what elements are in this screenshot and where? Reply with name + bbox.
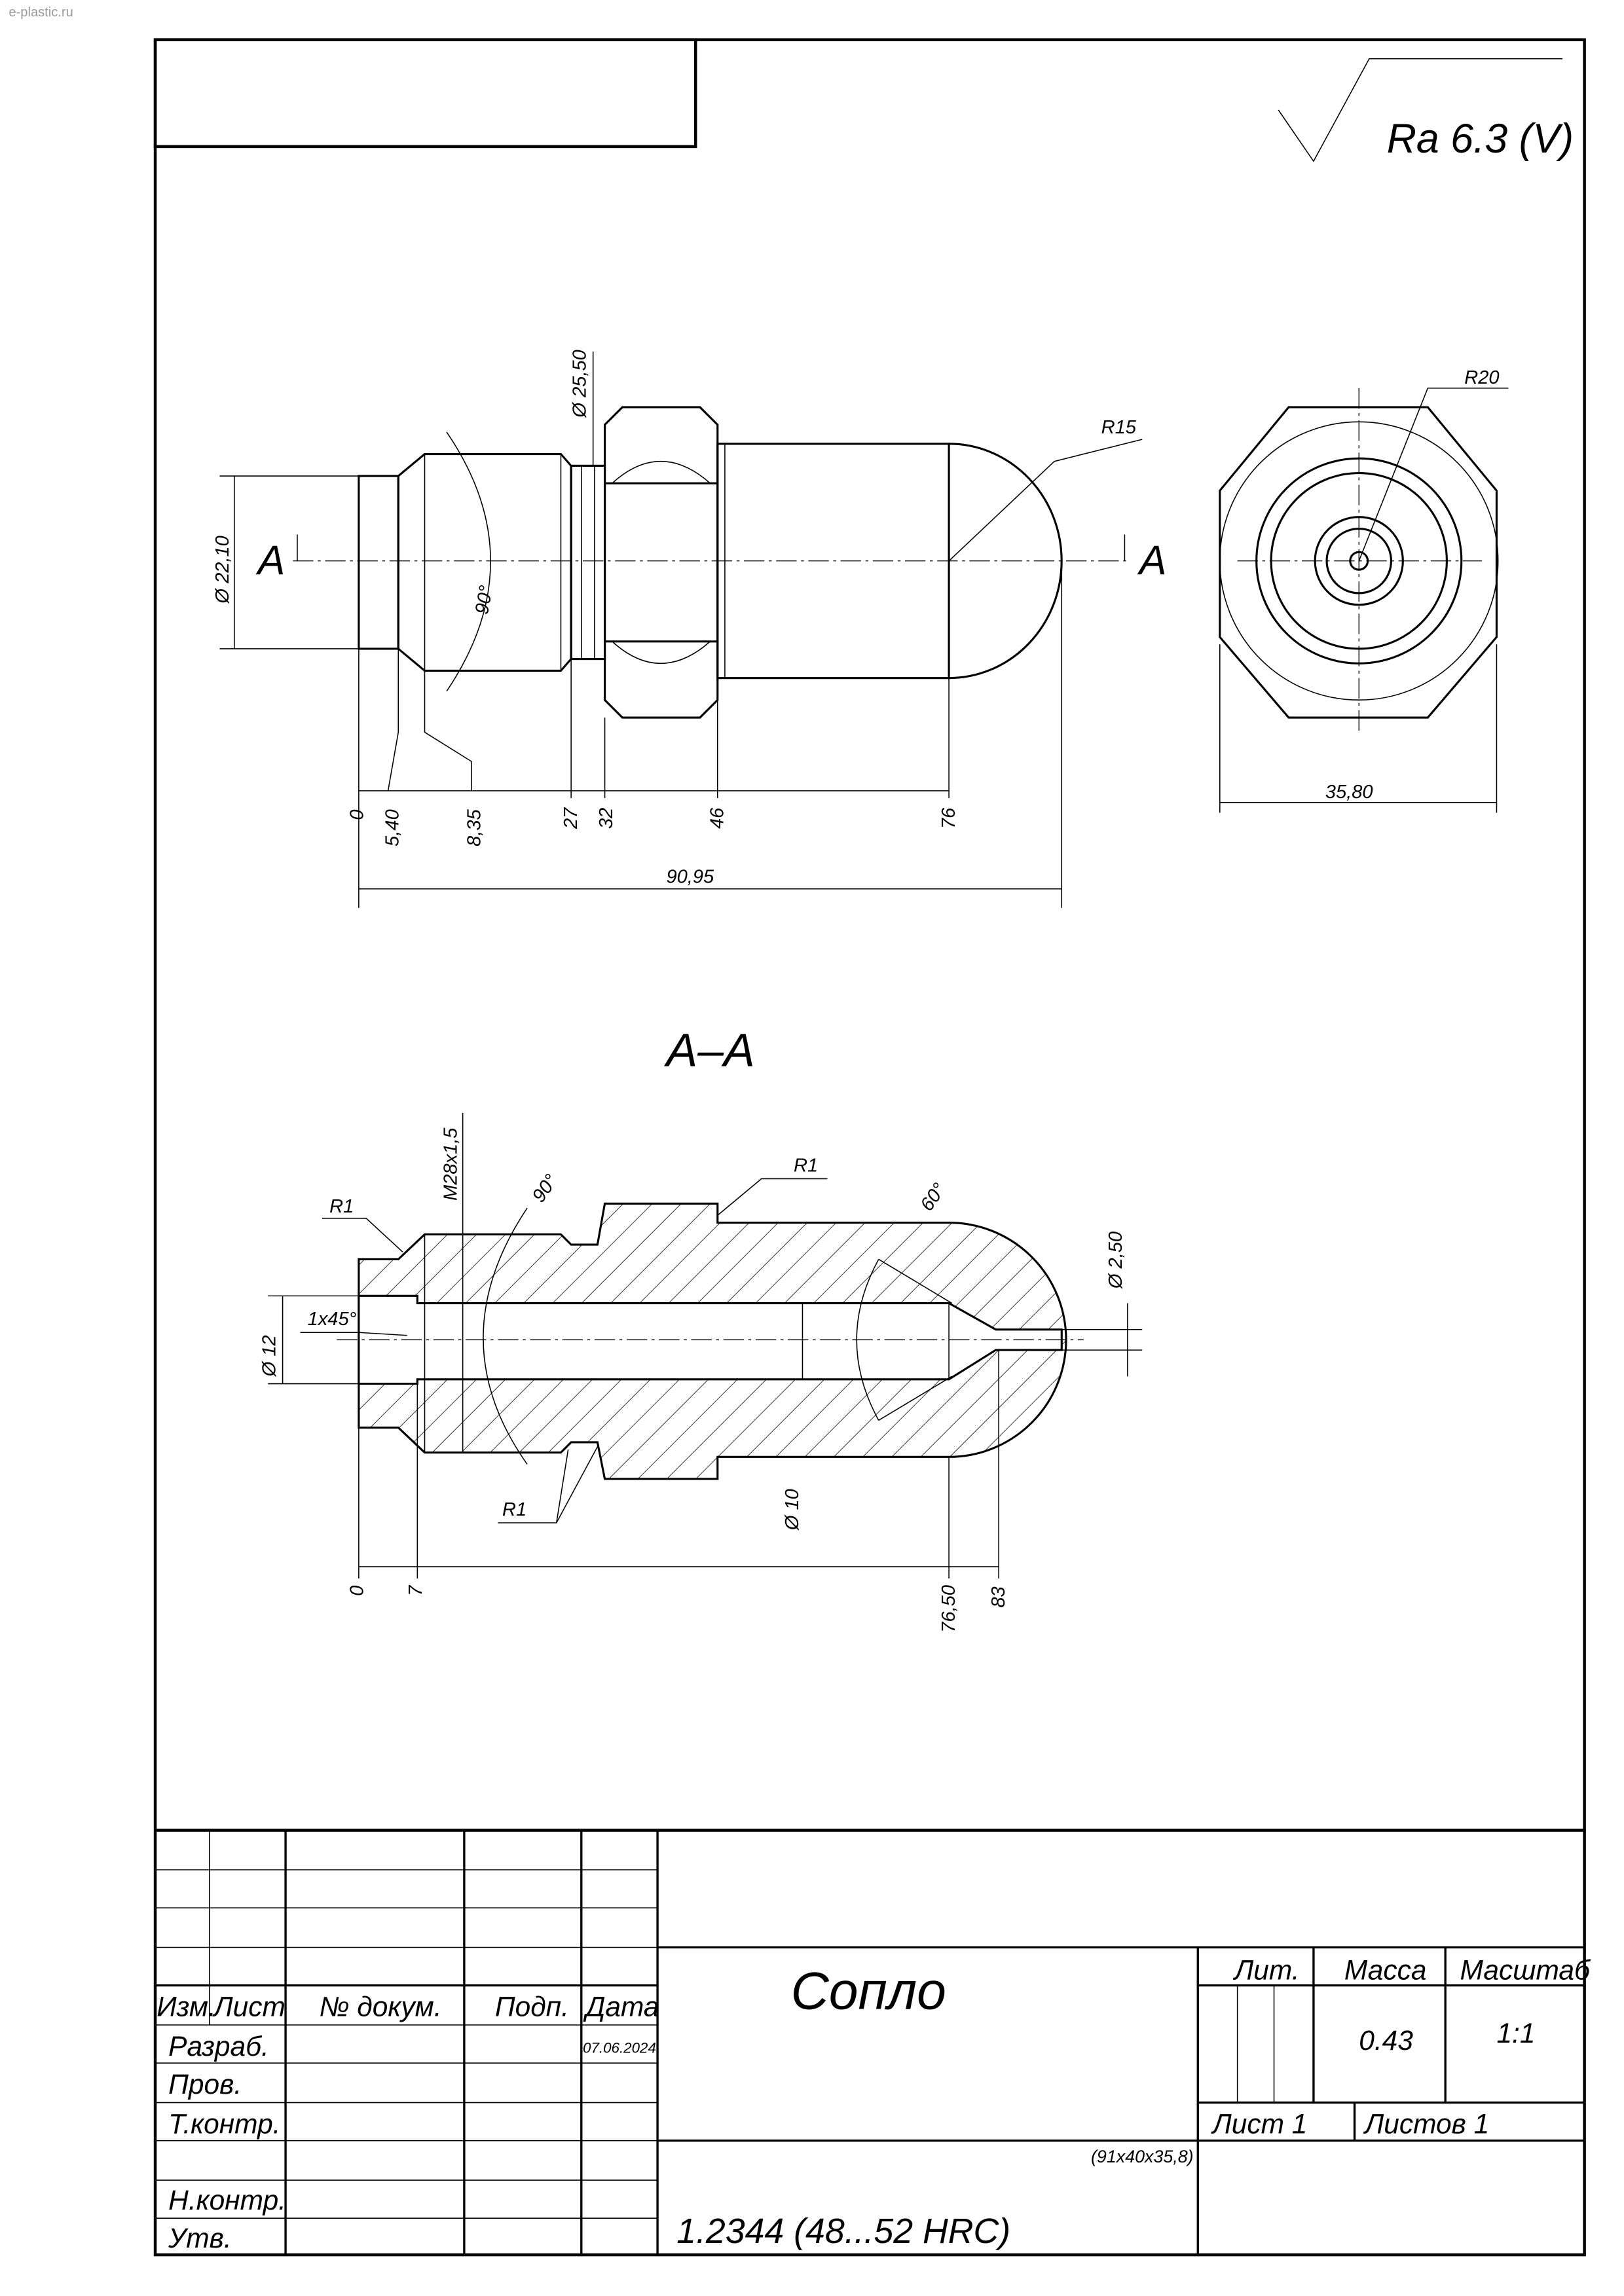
watermark: e-plastic.ru xyxy=(9,5,73,20)
dim-d12: Ø 12 xyxy=(259,1335,280,1377)
row-approved: Утв. xyxy=(168,2223,231,2254)
dim-x-32: 32 xyxy=(596,808,617,829)
dim-r1-top: R1 xyxy=(794,1155,818,1176)
dim-chamfer: 1x45° xyxy=(308,1309,357,1330)
title-block: Изм. Лист № докум. Подп. Дата Разраб. Пр… xyxy=(155,1829,1591,2255)
section-view: Ø 12 1x45° M28x1,5 90° R1 R1 R1 60° Ø 10… xyxy=(259,1112,1143,1633)
dim-r1-left: R1 xyxy=(329,1196,354,1217)
dim-d10: Ø 10 xyxy=(782,1489,803,1531)
dim-x-835: 8,35 xyxy=(464,809,485,846)
section-marker-right: A xyxy=(1137,538,1167,583)
sheet-count: Листов 1 xyxy=(1363,2109,1489,2140)
section-title: A–A xyxy=(663,1024,754,1076)
dim-angle-90-section: 90° xyxy=(528,1171,562,1206)
dim-flange-diameter: Ø 22,10 xyxy=(212,536,233,604)
roughness-label: Ra 6.3 (V) xyxy=(1387,116,1574,162)
section-dim-x83: 83 xyxy=(988,1586,1009,1607)
section-marker-left: A xyxy=(255,538,286,583)
section-horizontal-dims xyxy=(358,1350,999,1578)
mass-value: 0.43 xyxy=(1359,2026,1413,2056)
dim-x-540: 5,40 xyxy=(382,809,403,847)
scale-value: 1:1 xyxy=(1496,2018,1535,2049)
roughness-symbol: Ra 6.3 (V) xyxy=(1278,58,1574,162)
header-signature: Подп. xyxy=(495,1992,569,2023)
date-value: 07.06.2024 xyxy=(583,2040,656,2056)
dim-overall-length: 90,95 xyxy=(666,867,714,888)
dim-r1-bottom: R1 xyxy=(502,1499,526,1520)
blank-size: (91x40x35,8) xyxy=(1091,2147,1194,2166)
dim-angle-90: 90° xyxy=(471,584,497,616)
dim-angle-60: 60° xyxy=(917,1180,950,1215)
dim-x-46: 46 xyxy=(707,807,728,829)
dim-thread: M28x1,5 xyxy=(441,1127,462,1201)
row-norm-control: Н.контр. xyxy=(168,2185,286,2216)
section-dim-x7650: 76,50 xyxy=(938,1585,959,1633)
row-developed: Разраб. xyxy=(168,2032,269,2062)
horizontal-dims xyxy=(358,560,1063,908)
section-dim-x7: 7 xyxy=(405,1584,426,1596)
part-name: Сопло xyxy=(791,1961,946,2020)
dim-x-76: 76 xyxy=(938,807,959,829)
scale-label: Масштаб xyxy=(1460,1956,1591,1986)
header-izm: Изм. xyxy=(157,1992,216,2023)
dim-radius-r15: R15 xyxy=(1101,417,1137,438)
dim-radius-r20: R20 xyxy=(1464,367,1499,388)
lit-label: Лит. xyxy=(1232,1956,1299,1986)
row-tech-control: Т.контр. xyxy=(168,2109,280,2140)
material: 1.2344 (48...52 HRC) xyxy=(676,2212,1010,2251)
section-dim-x0: 0 xyxy=(347,1586,368,1596)
dim-thread-diameter: Ø 25,50 xyxy=(569,350,590,418)
dim-x-27: 27 xyxy=(561,807,581,829)
header-doc-number: № докум. xyxy=(320,1992,442,2023)
sheet-number: Лист 1 xyxy=(1211,2109,1308,2140)
top-left-box xyxy=(153,38,697,149)
row-checked: Пров. xyxy=(168,2069,242,2100)
dim-x0: 0 xyxy=(347,809,368,820)
dim-width: 35,80 xyxy=(1325,782,1373,803)
drawing-frame xyxy=(153,38,1586,2257)
dim-d250: Ø 2,50 xyxy=(1105,1231,1126,1289)
main-view: A A Ø 22,10 Ø 25,50 90° R15 0 5,40 8,35 xyxy=(212,350,1167,908)
end-view: R20 35,80 xyxy=(1219,367,1509,813)
header-list: Лист xyxy=(212,1992,285,2023)
mass-label: Масса xyxy=(1344,1956,1427,1986)
header-date: Дата xyxy=(583,1992,659,2023)
